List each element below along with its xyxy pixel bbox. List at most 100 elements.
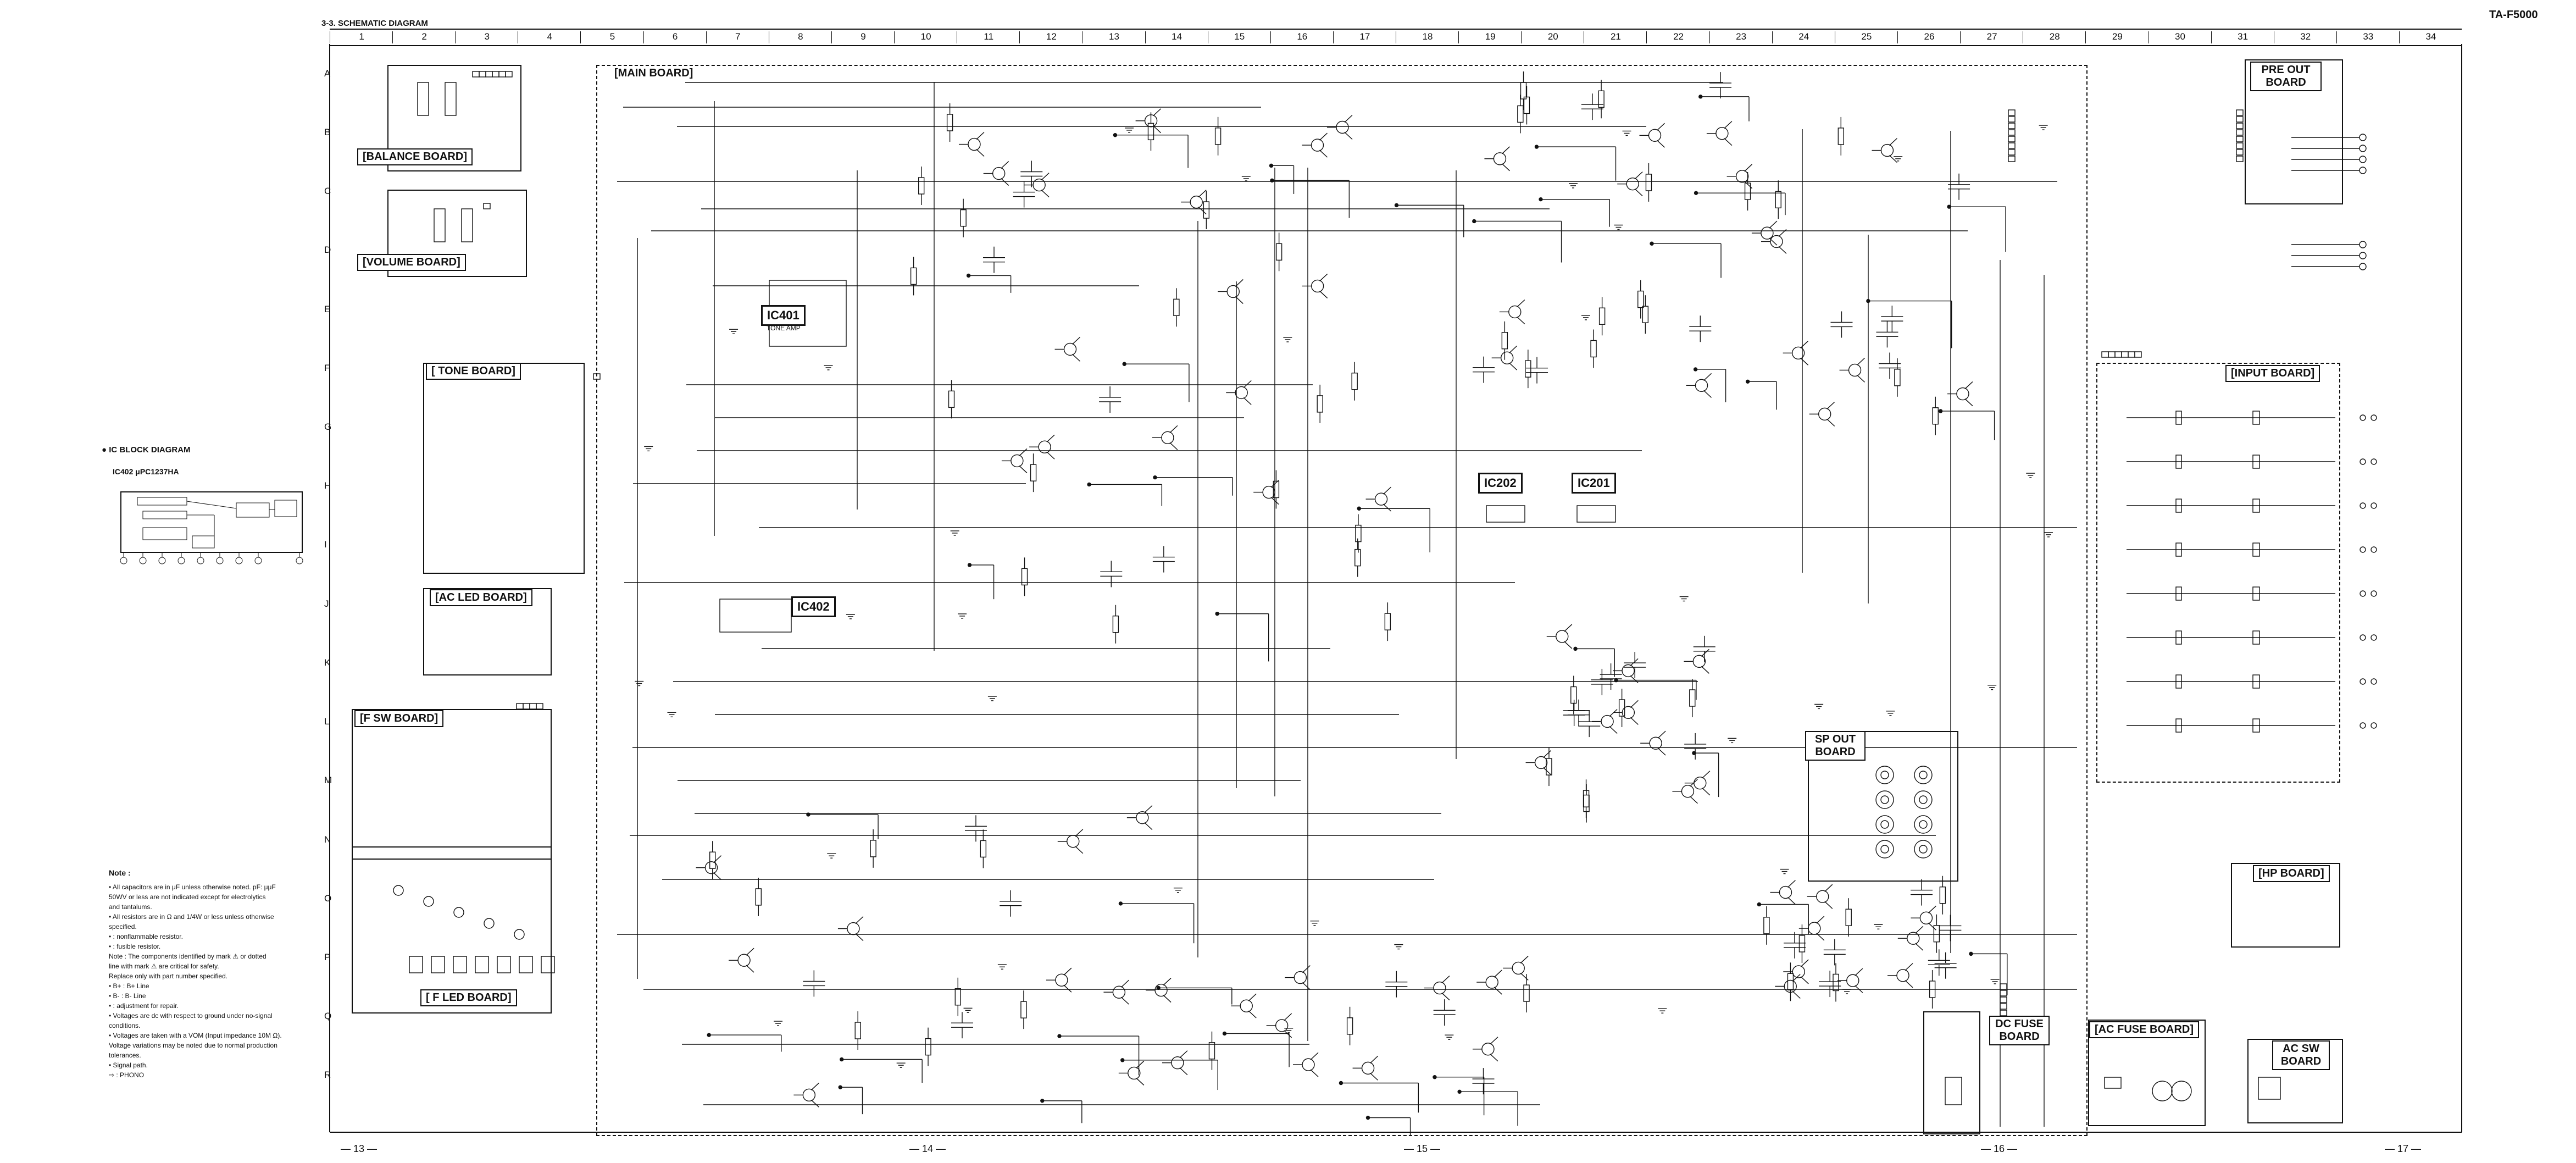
grid-column-12: 12	[1019, 31, 1082, 43]
ac-led-board-label: [AC LED BOARD]	[430, 589, 532, 606]
grid-column-6: 6	[643, 31, 707, 43]
grid-column-16: 16	[1270, 31, 1334, 43]
note-line: tolerances.	[109, 1051, 141, 1059]
grid-column-18: 18	[1396, 31, 1459, 43]
balance-board-outline	[387, 65, 521, 171]
sp-out-board-label: SP OUT BOARD	[1805, 731, 1866, 761]
grid-row-E: E	[324, 303, 331, 314]
ac-led-board-outline	[423, 588, 552, 675]
grid-column-19: 19	[1458, 31, 1522, 43]
grid-column-21: 21	[1584, 31, 1647, 43]
note-line: and tantalums.	[109, 903, 152, 911]
note-line: • : fusible resistor.	[109, 943, 161, 950]
grid-column-3: 3	[455, 31, 518, 43]
grid-row-F: F	[324, 362, 330, 373]
grid-column-15: 15	[1207, 31, 1271, 43]
note-line: Replace only with part number specified.	[109, 972, 228, 980]
grid-column-8: 8	[768, 31, 832, 43]
grid-column-27: 27	[1960, 31, 2023, 43]
section-title: 3-3. SCHEMATIC DIAGRAM	[321, 19, 428, 28]
grid-column-25: 25	[1834, 31, 1898, 43]
note-line: ⇨ : PHONO	[109, 1071, 145, 1079]
ic-block-title: ● IC BLOCK DIAGRAM	[102, 445, 191, 455]
grid-column-11: 11	[957, 31, 1020, 43]
grid-row-B: B	[324, 126, 331, 137]
grid-row-A: A	[324, 68, 331, 79]
pre-out-board-outline	[2245, 59, 2343, 204]
ac-fuse-board-outline	[2088, 1020, 2206, 1126]
note-line: • Voltages are dc with respect to ground…	[109, 1012, 273, 1020]
grid-column-23: 23	[1709, 31, 1773, 43]
grid-row-J: J	[324, 598, 329, 609]
hp-board-outline	[2231, 863, 2340, 948]
grid-row-L: L	[324, 716, 330, 727]
note-line: • : adjustment for repair.	[109, 1002, 179, 1010]
ic-block-part: IC402 μPC1237HA	[113, 467, 179, 476]
page-number-13: — 13 —	[341, 1143, 377, 1154]
grid-column-33: 33	[2336, 31, 2400, 43]
grid-column-7: 7	[706, 31, 769, 43]
input-board-label: [INPUT BOARD]	[2225, 365, 2320, 382]
note-line: • B+ : B+ Line	[109, 982, 149, 990]
ic402-label: IC402	[791, 596, 836, 617]
note-line: • All capacitors are in μF unless otherw…	[109, 883, 276, 891]
f-led-board-outline	[352, 846, 552, 1014]
grid-column-29: 29	[2085, 31, 2148, 43]
note-line: • Signal path.	[109, 1061, 148, 1069]
note-line: 50WV or less are not indicated except fo…	[109, 893, 266, 901]
grid-column-30: 30	[2148, 31, 2211, 43]
grid-row-P: P	[324, 951, 331, 962]
notes-list: • All capacitors are in μF unless otherw…	[109, 882, 318, 1080]
ac-sw-board-outline	[2247, 1039, 2343, 1123]
dc-fuse-board-outline	[1923, 1011, 1980, 1134]
notes-heading: Note :	[109, 868, 131, 877]
grid-column-9: 9	[831, 31, 895, 43]
ic202-label: IC202	[1478, 473, 1523, 494]
volume-board-label: [VOLUME BOARD]	[357, 254, 466, 271]
grid-column-22: 22	[1646, 31, 1709, 43]
page-number-17: — 17 —	[2385, 1143, 2422, 1154]
ic401-label: IC401	[761, 305, 806, 326]
grid-row-I: I	[324, 539, 327, 550]
ic201-label: IC201	[1572, 473, 1616, 494]
ac-sw-board-label: AC SW BOARD	[2272, 1040, 2330, 1070]
volume-board-outline	[387, 190, 527, 277]
note-line: line with mark ⚠ are critical for safety…	[109, 962, 219, 970]
grid-column-5: 5	[580, 31, 643, 43]
grid-column-28: 28	[2023, 31, 2086, 43]
dc-fuse-board-label: DC FUSE BOARD	[1989, 1016, 2050, 1045]
main-board-label: [MAIN BOARD]	[614, 67, 693, 79]
page-number-14: — 14 —	[909, 1143, 946, 1154]
grid-column-26: 26	[1897, 31, 1961, 43]
grid-row-K: K	[324, 657, 331, 668]
sp-out-board-outline	[1808, 731, 1958, 882]
input-board-outline	[2096, 363, 2340, 783]
grid-column-10: 10	[894, 31, 957, 43]
pre-out-board-label: PRE OUT BOARD	[2250, 62, 2322, 91]
grid-column-14: 14	[1145, 31, 1208, 43]
grid-column-24: 24	[1772, 31, 1835, 43]
grid-column-13: 13	[1082, 31, 1145, 43]
note-line: specified.	[109, 923, 137, 931]
page-number-16: — 16 —	[1981, 1143, 2018, 1154]
grid-column-31: 31	[2211, 31, 2274, 43]
main-board-outline	[596, 65, 2088, 1136]
page-number-15: — 15 —	[1404, 1143, 1441, 1154]
grid-column-2: 2	[392, 31, 456, 43]
ic401-description: TONE AMP	[767, 324, 801, 332]
tone-board-outline	[423, 363, 585, 574]
note-line: • B- : B- Line	[109, 992, 146, 1000]
note-line: • : nonflammable resistor.	[109, 933, 183, 940]
f-sw-board-outline	[352, 709, 552, 860]
grid-column-32: 32	[2273, 31, 2337, 43]
ic402-block-diagram	[104, 486, 319, 569]
balance-board-label: [BALANCE BOARD]	[357, 148, 473, 165]
model-name: TA-F5000	[2489, 9, 2538, 21]
note-line: • All resistors are in Ω and 1/4W or les…	[109, 913, 274, 921]
grid-column-17: 17	[1333, 31, 1396, 43]
tone-board-label: [ TONE BOARD]	[426, 363, 521, 380]
grid-column-20: 20	[1521, 31, 1584, 43]
hp-board-label: [HP BOARD]	[2253, 865, 2330, 882]
f-sw-board-label: [F SW BOARD]	[354, 710, 444, 727]
